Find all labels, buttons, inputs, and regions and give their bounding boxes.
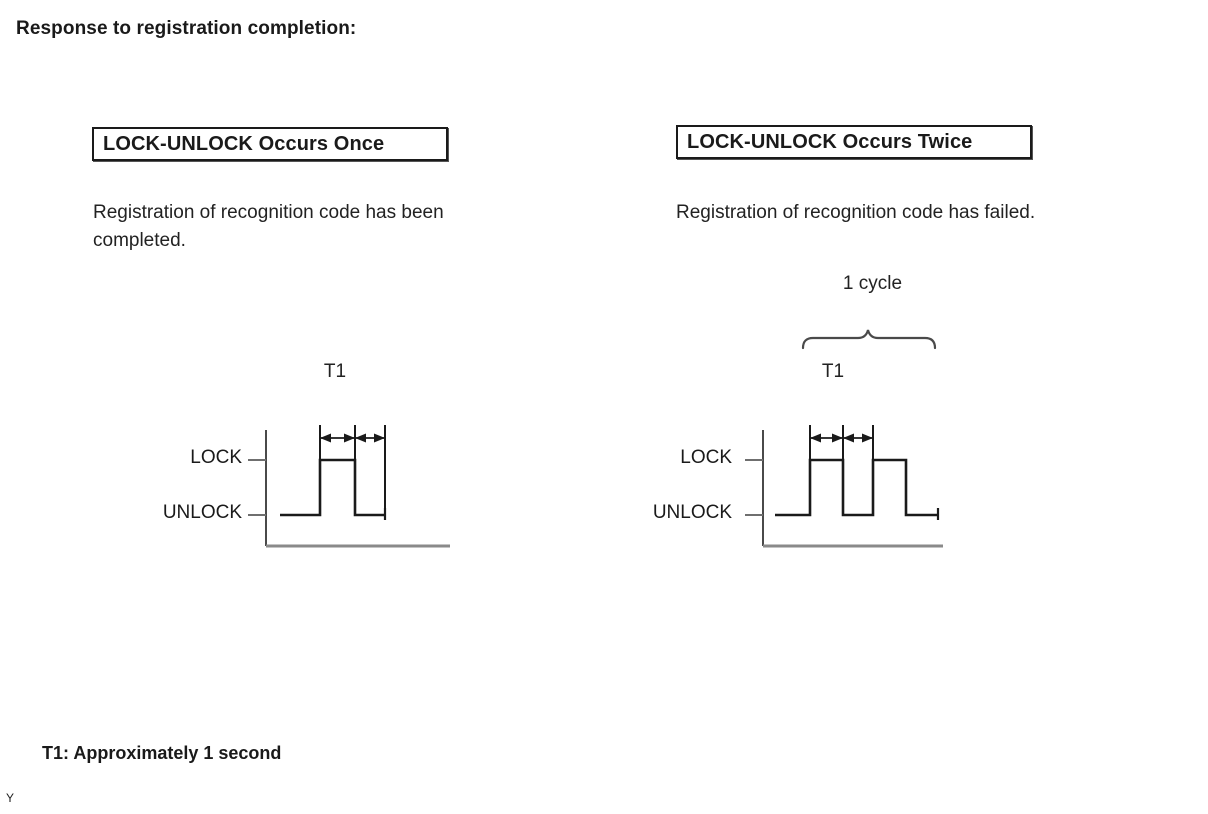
case-heading-label-twice: LOCK-UNLOCK Occurs Twice — [687, 130, 973, 153]
cycle-brace-twice — [798, 322, 948, 359]
timing-label-t1-once: T1 — [323, 361, 347, 382]
waveform-svg-twice — [745, 425, 943, 548]
case-heading-box-once: LOCK-UNLOCK Occurs Once — [92, 127, 448, 161]
case-heading-label-once: LOCK-UNLOCK Occurs Once — [103, 132, 385, 155]
level-tick-marks-once — [248, 459, 266, 516]
footnote-t1-definition: T1: Approximately 1 second — [42, 743, 282, 763]
waveform-diagram-twice — [610, 425, 970, 560]
page-title: Response to registration completion: — [16, 18, 357, 39]
waveform-svg-once — [248, 425, 450, 548]
cycle-label-twice: 1 cycle — [842, 273, 903, 294]
signal-trace-twice — [775, 458, 938, 517]
timing-label-t1-twice: T1 — [821, 361, 845, 382]
waveform-axis-once — [264, 430, 450, 548]
waveform-diagram-once — [120, 425, 470, 560]
t1-arrowheads-twice — [810, 433, 873, 443]
signal-label-lock-twice: LOCK — [680, 447, 732, 468]
t1-arrowheads-once — [320, 433, 385, 443]
level-tick-marks-twice — [745, 459, 763, 516]
signal-label-unlock-twice: UNLOCK — [652, 502, 732, 523]
signal-label-lock-once: LOCK — [190, 447, 242, 468]
corner-mark: Y — [6, 791, 15, 805]
case-description-twice: Registration of recognition code has fai… — [676, 202, 1036, 223]
signal-label-unlock-once: UNLOCK — [162, 502, 242, 523]
waveform-axis-twice — [761, 430, 943, 548]
case-heading-box-twice: LOCK-UNLOCK Occurs Twice — [676, 125, 1032, 159]
t1-extension-lines-once — [319, 425, 386, 520]
cycle-brace-svg — [801, 329, 937, 350]
t1-extension-lines-twice — [809, 425, 874, 465]
signal-trace-once — [280, 458, 385, 517]
case-description-once: Registration of recognition code has bee… — [93, 202, 444, 251]
